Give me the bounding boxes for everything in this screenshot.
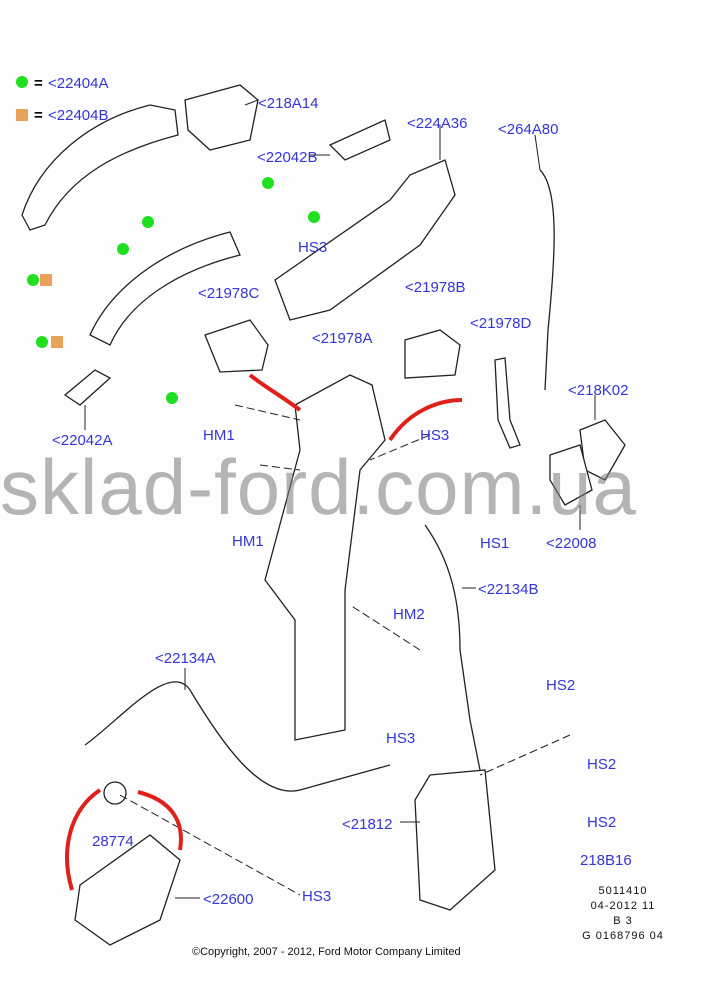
watermark: sklad-ford.com.ua (0, 443, 637, 531)
label-hs1: HS1 (480, 535, 510, 552)
green-marker (27, 274, 39, 286)
label-hs3: HS3 (302, 888, 332, 905)
carrier-21978A (264, 374, 386, 741)
label-hs2: HS2 (546, 677, 576, 694)
cable-264A80 (539, 169, 555, 391)
label-22134A: <22134A (155, 650, 216, 667)
clip-28774 (103, 781, 127, 805)
handle-frame (89, 231, 241, 346)
legend-22404A: <22404A (48, 75, 109, 92)
green-marker (308, 211, 320, 223)
orange-legend-square (16, 109, 28, 121)
orange-marker (40, 274, 52, 286)
rod-22134B (424, 524, 481, 771)
label-hs3: HS3 (386, 730, 416, 747)
bracket-22008 (549, 444, 593, 506)
label-21812: <21812 (342, 816, 393, 833)
bracket-21978D (494, 357, 521, 449)
reference-line: G 0168796 04 (582, 930, 664, 942)
label-hm1: HM1 (203, 427, 235, 444)
label-hm1: HM1 (232, 533, 264, 550)
equals-sign: = (34, 75, 43, 92)
label-22600: <22600 (203, 891, 254, 908)
orange-marker (51, 336, 63, 348)
label-hs3: HS3 (298, 239, 328, 256)
green-legend-dot (16, 76, 28, 88)
legend-22404B: <22404B (48, 107, 109, 124)
handle-bracket (274, 159, 456, 321)
bezel-22600 (74, 834, 181, 946)
reference-line: 5011410 (598, 885, 648, 897)
label-22042A: <22042A (52, 432, 113, 449)
label-218B16: 218B16 (580, 852, 632, 869)
green-marker (117, 243, 129, 255)
arrow-right (388, 398, 463, 442)
reference-line: B 3 (613, 915, 633, 927)
label-28774: 28774 (92, 833, 134, 850)
label-218K02: <218K02 (568, 382, 629, 399)
gasket-22042B (328, 119, 391, 161)
green-marker (166, 392, 178, 404)
label-21978B: <21978B (405, 279, 466, 296)
arrow-bezel-right (137, 790, 183, 851)
equals-sign: = (34, 107, 43, 124)
label-22134B: <22134B (478, 581, 539, 598)
reference-block: 5011410 04-2012 11 B 3 G 0168796 04 (548, 884, 698, 944)
assembly-arrows (65, 373, 463, 891)
label-hs3: HS3 (420, 427, 450, 444)
arrow-left (248, 373, 302, 412)
label-224A36: <224A36 (407, 115, 468, 132)
green-marker (36, 336, 48, 348)
green-marker (262, 177, 274, 189)
label-hs2: HS2 (587, 756, 617, 773)
copyright: ©Copyright, 2007 - 2012, Ford Motor Comp… (192, 946, 461, 958)
arrow-bezel-left (65, 788, 102, 891)
latch-21812 (414, 769, 496, 911)
label-21978C: <21978C (198, 285, 260, 302)
label-21978D: <21978D (470, 315, 532, 332)
label-hm2: HM2 (393, 606, 425, 623)
green-marker (142, 216, 154, 228)
shield-21978C (204, 319, 269, 373)
label-264A80: <264A80 (498, 121, 559, 138)
label-22008: <22008 (546, 535, 597, 552)
label-218A14: <218A14 (258, 95, 319, 112)
outer-handle (21, 104, 179, 231)
label-hs2: HS2 (587, 814, 617, 831)
reference-line: 04-2012 11 (590, 900, 656, 912)
handle-cover (184, 84, 259, 151)
bracket-21978B (404, 329, 461, 379)
label-22042B: <22042B (257, 149, 318, 166)
cable-22134A (84, 681, 391, 792)
gasket-22042A (63, 369, 112, 406)
label-21978A: <21978A (312, 330, 373, 347)
